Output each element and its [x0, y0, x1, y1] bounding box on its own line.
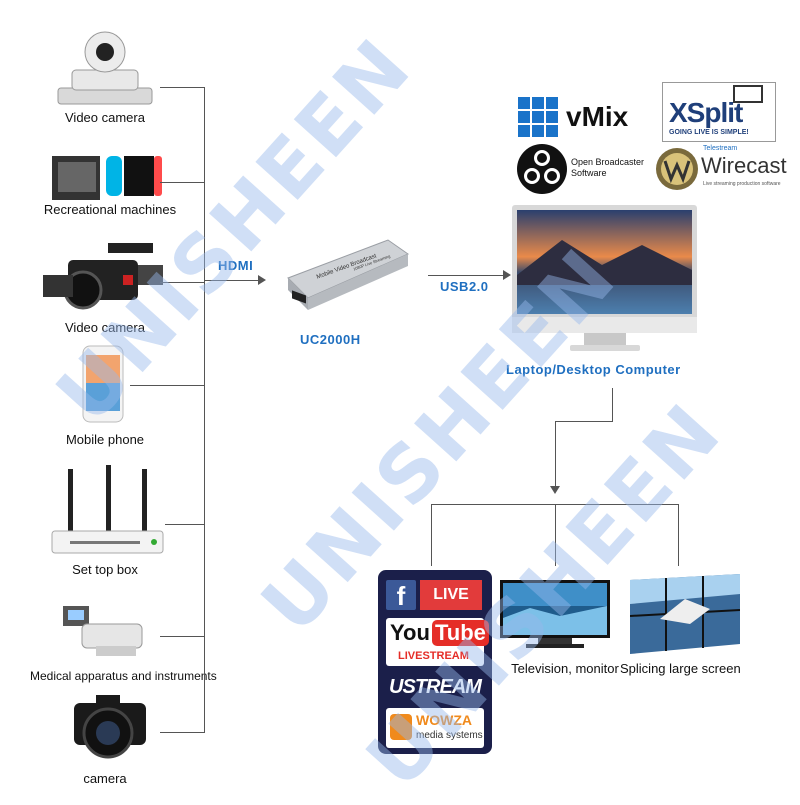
tv-icon: [500, 578, 610, 650]
youtube-logo: You Tube LIVESTREAM: [386, 618, 489, 666]
device-label: camera: [83, 771, 127, 786]
wowza-logo: WOWZA media systems: [386, 708, 484, 748]
youtube-tube: Tube: [432, 620, 489, 646]
youtube-you: You: [390, 620, 430, 645]
wirecast-logo: Telestream Wirecast Live streaming produ…: [655, 143, 790, 195]
wirecast-tagline: Live streaming production software: [703, 181, 781, 187]
router-icon: [50, 465, 165, 557]
wowza-icon: [390, 714, 412, 740]
arrow-down-icon: [550, 486, 560, 494]
facebook-live-badge: LIVE: [420, 580, 482, 610]
game-console-icon: [52, 150, 162, 202]
camcorder-icon: [38, 235, 168, 315]
device-label: Video camera: [65, 320, 145, 335]
xsplit-text: XSplit: [669, 97, 743, 128]
xsplit-logo: XSplit GOING LIVE IS SIMPLE!: [662, 82, 776, 142]
monitor-icon: [512, 205, 697, 353]
facebook-icon: f: [386, 580, 416, 611]
usb-label: USB2.0: [440, 279, 489, 294]
vmix-logo: vMix: [518, 97, 648, 139]
arrow-right-icon: [503, 270, 511, 280]
obs-logo: Open Broadcaster Software: [516, 143, 656, 195]
play-icon: [733, 85, 763, 103]
streaming-platforms-panel: f LIVE You Tube LIVESTREAM USTREAM WOWZA…: [378, 570, 492, 754]
device-model-label: UC2000H: [300, 332, 361, 347]
wowza-sub: media systems: [416, 730, 483, 741]
device-label: Mobile phone: [65, 432, 145, 447]
wowza-text: WOWZA: [416, 712, 472, 728]
vmix-text: vMix: [566, 101, 629, 132]
computer-label: Laptop/Desktop Computer: [506, 362, 681, 377]
ptz-camera-icon: [50, 30, 160, 110]
device-label: Medical apparatus and instruments: [30, 669, 217, 683]
arrow-right-icon: [258, 275, 266, 285]
device-label: Set top box: [72, 562, 138, 577]
obs-icon: [517, 144, 567, 194]
hdmi-label: HDMI: [218, 258, 254, 273]
device-label: Recreational machines: [43, 202, 177, 217]
wirecast-brand: Telestream: [703, 145, 738, 152]
dslr-camera-icon: [68, 693, 158, 761]
vmix-grid-icon: [518, 97, 558, 137]
device-label: Video camera: [65, 110, 145, 125]
wirecast-text: Wirecast: [701, 153, 787, 178]
capture-device-icon: Mobile Video Broadcast 1080P Live Stream…: [280, 238, 410, 313]
tv-label: Television, monitor: [511, 661, 619, 676]
video-wall-icon: [629, 574, 741, 654]
wirecast-icon: [656, 148, 698, 190]
medical-device-icon: [58, 598, 158, 660]
smartphone-icon: [82, 345, 124, 423]
obs-text-2: Software: [571, 168, 607, 178]
youtube-live: LIVESTREAM: [398, 650, 469, 662]
splice-label: Splicing large screen: [620, 661, 741, 676]
obs-text-1: Open Broadcaster: [571, 157, 645, 167]
ustream-logo: USTREAM: [389, 676, 482, 698]
xsplit-tagline: GOING LIVE IS SIMPLE!: [669, 129, 749, 136]
